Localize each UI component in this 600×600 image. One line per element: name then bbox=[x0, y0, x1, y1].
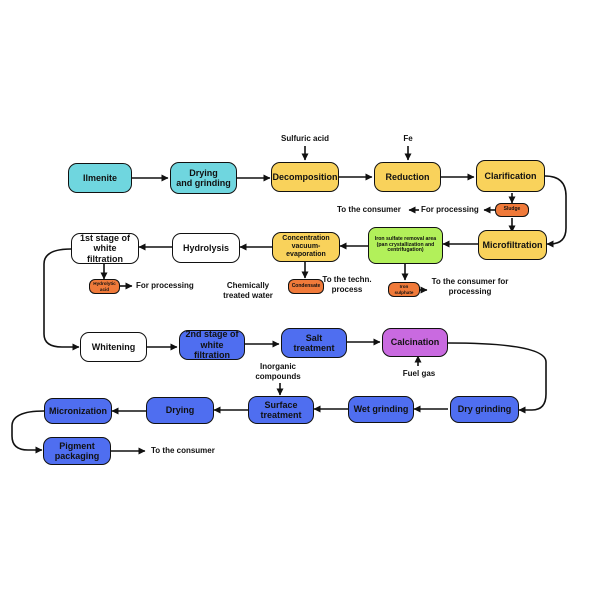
label-sulfuric-acid: Sulfuric acid bbox=[280, 134, 330, 143]
label-to-the-consumer-1: To the consumer bbox=[337, 205, 401, 214]
arrow-micronization-to-packaging bbox=[11, 410, 45, 454]
node-whitening: Whitening bbox=[80, 332, 147, 362]
label-for-processing-1: For processing bbox=[421, 205, 479, 214]
node-concentration-vacuum-evaporation: Concentration vacuum-evaporation bbox=[272, 232, 340, 262]
label-chemically-treated-water: Chemically treated water bbox=[223, 281, 273, 300]
node-dry-grinding: Dry grinding bbox=[450, 396, 519, 423]
node-sludge: Sludge bbox=[495, 203, 529, 217]
node-hydrolytic-acid: Hydrolytic acid bbox=[89, 279, 120, 294]
label-inorganic-compounds: Inorganic compounds bbox=[255, 362, 301, 381]
label-to-the-consumer-final: To the consumer bbox=[151, 446, 215, 455]
node-pigment-packaging: Pigment packaging bbox=[43, 437, 111, 465]
label-to-the-consumer-for-processing: To the consumer for processing bbox=[431, 277, 509, 296]
node-calcination: Calcination bbox=[382, 328, 448, 357]
node-drying: Drying bbox=[146, 397, 214, 424]
node-clarification: Clarification bbox=[476, 160, 545, 192]
node-surface-treatment: Surface treatment bbox=[248, 396, 314, 424]
arrow-clarification-to-microfiltration bbox=[544, 175, 567, 248]
node-micronization: Micronization bbox=[44, 398, 112, 424]
node-condensate: Condensate bbox=[288, 279, 324, 294]
label-for-processing-2: For processing bbox=[136, 281, 194, 290]
node-iron-sulphate: Iron sulphate bbox=[388, 282, 420, 297]
node-ilmenite: Ilmenite bbox=[68, 163, 132, 193]
arrow-calcination-to-dry-grinding bbox=[447, 342, 547, 414]
node-wet-grinding: Wet grinding bbox=[348, 396, 414, 423]
node-iron-sulfate-removal-area: Iron sulfate removal area (pan crystalli… bbox=[368, 227, 443, 264]
node-decomposition: Decomposition bbox=[271, 162, 339, 192]
label-fuel-gas: Fuel gas bbox=[402, 369, 436, 378]
node-reduction: Reduction bbox=[374, 162, 441, 192]
node-second-stage-white-filtration: 2nd stage of white filtration bbox=[179, 329, 245, 360]
label-fe: Fe bbox=[403, 134, 413, 143]
node-hydrolysis: Hydrolysis bbox=[172, 233, 240, 263]
node-microfiltration: Microfiltration bbox=[478, 230, 547, 260]
node-salt-treatment: Salt treatment bbox=[281, 328, 347, 358]
arrow-first-stage-to-whitening bbox=[43, 248, 80, 351]
node-first-stage-white-filtration: 1st stage of white filtration bbox=[71, 233, 139, 264]
label-to-the-techn-process: To the techn. process bbox=[322, 275, 372, 294]
node-drying-and-grinding: Drying and grinding bbox=[170, 162, 237, 194]
